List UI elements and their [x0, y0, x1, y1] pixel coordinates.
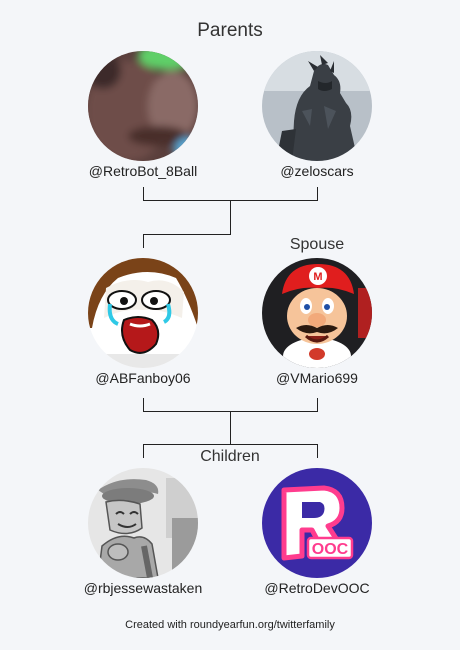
- blurred-face-avatar-icon[interactable]: [88, 51, 198, 161]
- self-handle[interactable]: @ABFanboy06: [95, 370, 191, 386]
- couple-connector: [143, 398, 318, 412]
- footer-credit[interactable]: Created with roundyearfun.org/twitterfam…: [125, 619, 335, 631]
- crying-cartoon-avatar-icon[interactable]: [88, 258, 198, 368]
- parent-handle[interactable]: @zeloscars: [280, 163, 354, 179]
- parents-connector: [143, 187, 318, 201]
- child-handle[interactable]: @rbjessewastaken: [83, 580, 203, 596]
- svg-text:OOC: OOC: [312, 541, 349, 558]
- mario-avatar-icon[interactable]: M: [262, 258, 372, 368]
- children-heading: Children: [200, 448, 260, 465]
- roblox-ooc-logo-avatar-icon[interactable]: OOC: [262, 468, 372, 578]
- spouse-handle[interactable]: @VMario699: [276, 370, 358, 386]
- parents-to-self-connector: [143, 200, 231, 248]
- spouse-heading: Spouse: [289, 236, 345, 253]
- parents-heading: Parents: [197, 20, 263, 41]
- parent-handle[interactable]: @RetroBot_8Ball: [88, 163, 198, 179]
- grayscale-character-avatar-icon[interactable]: [88, 468, 198, 578]
- godzilla-avatar-icon[interactable]: [262, 51, 372, 161]
- svg-text:M: M: [313, 271, 322, 283]
- child-handle[interactable]: @RetroDevOOC: [264, 580, 370, 596]
